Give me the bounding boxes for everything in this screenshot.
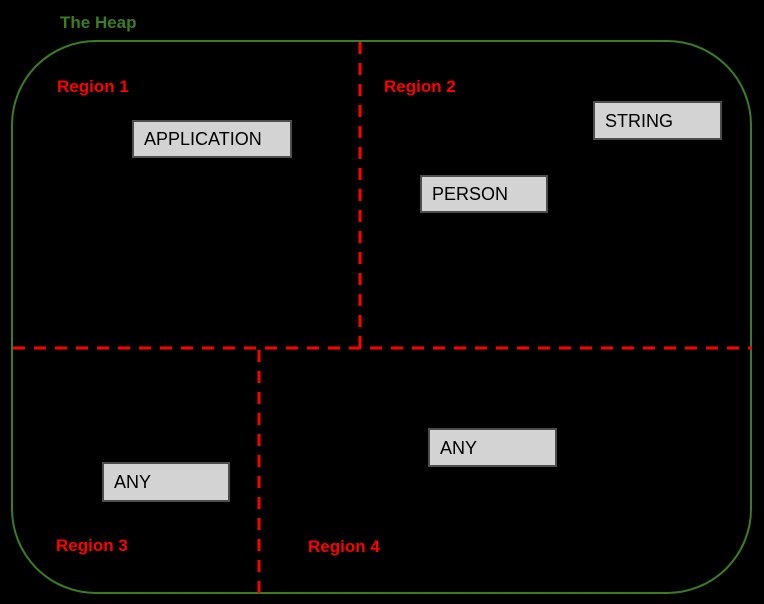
any-object-box-region-3: ANY: [102, 462, 230, 502]
region-1-label: Region 1: [57, 77, 129, 96]
string-object-box: STRING: [593, 101, 722, 140]
any-object-box-region-4: ANY: [428, 428, 557, 467]
region-3-label: Region 3: [56, 536, 128, 555]
region-4-label: Region 4: [308, 537, 380, 556]
region-2-label: Region 2: [384, 77, 456, 96]
person-object-box: PERSON: [420, 175, 548, 213]
application-object-box: APPLICATION: [132, 120, 292, 158]
heap-boundary-outline: [11, 40, 752, 594]
heap-title: The Heap: [60, 13, 137, 32]
